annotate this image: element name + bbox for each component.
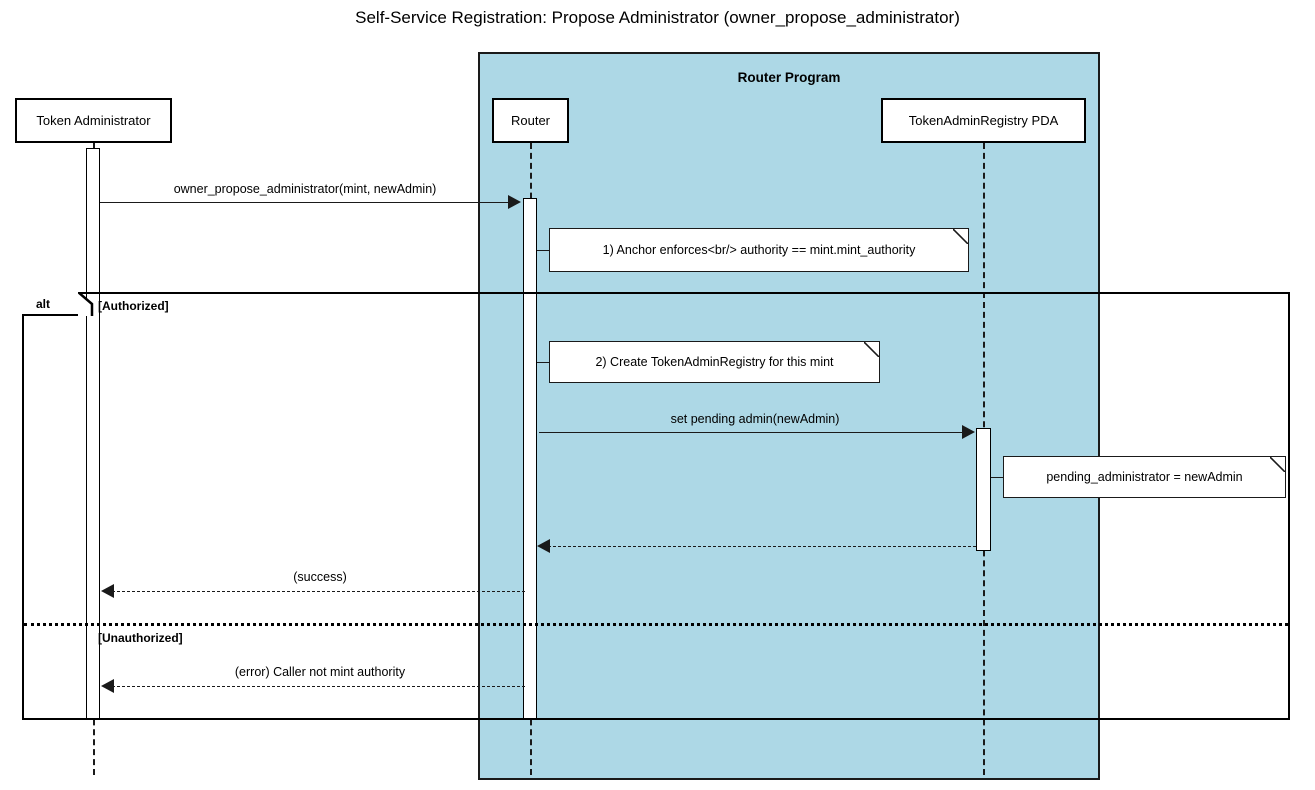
participant-router[interactable]: Router — [492, 98, 569, 143]
note-anchor-enforces: 1) Anchor enforces<br/> authority == min… — [549, 228, 969, 272]
message-label-owner-propose-administrator: owner_propose_administrator(mint, newAdm… — [173, 182, 437, 196]
participant-label-tokenadminregistry-pda: TokenAdminRegistry PDA — [908, 113, 1059, 128]
message-arrowhead-set-pending-admin — [962, 425, 975, 439]
message-label-success: (success) — [293, 570, 347, 584]
message-line-set-pending-admin — [539, 432, 964, 433]
note-connector-anchor-enforces — [537, 250, 550, 251]
message-line-success — [112, 591, 525, 592]
fragment-alt-operator-label: alt — [36, 297, 51, 311]
message-arrowhead-owner-propose-administrator — [508, 195, 521, 209]
fragment-alt-divider — [24, 623, 1288, 626]
message-label-set-pending-admin: set pending admin(newAdmin) — [670, 412, 840, 426]
note-text-anchor-enforces: 1) Anchor enforces<br/> authority == min… — [602, 243, 916, 257]
fragment-alt — [22, 292, 1290, 720]
activation-bar-tokenadminregistry-pda — [976, 428, 991, 551]
note-fold-icon — [863, 341, 880, 358]
fragment-alt-tab-notch-icon — [78, 292, 94, 316]
message-line-error — [112, 686, 525, 687]
message-label-error: (error) Caller not mint authority — [234, 665, 406, 679]
note-fold-icon — [1269, 456, 1286, 473]
participant-label-router: Router — [510, 113, 551, 128]
note-connector-create-registry — [537, 362, 550, 363]
participant-tokenadminregistry-pda[interactable]: TokenAdminRegistry PDA — [881, 98, 1086, 143]
group-box-router-program: Router Program — [478, 52, 1100, 780]
message-arrowhead-error — [101, 679, 114, 693]
note-pending-administrator: pending_administrator = newAdmin — [1003, 456, 1286, 498]
note-fold-icon — [952, 228, 969, 245]
note-text-create-registry: 2) Create TokenAdminRegistry for this mi… — [595, 355, 834, 369]
fragment-guard-authorized: [Authorized] — [98, 299, 169, 313]
participant-label-token-administrator: Token Administrator — [36, 113, 151, 128]
note-create-registry: 2) Create TokenAdminRegistry for this mi… — [549, 341, 880, 383]
fragment-guard-unauthorized: [Unauthorized] — [98, 631, 183, 645]
note-connector-pending-administrator — [991, 477, 1004, 478]
message-arrowhead-success — [101, 584, 114, 598]
page-title: Self-Service Registration: Propose Admin… — [355, 8, 960, 27]
message-line-owner-propose-administrator — [100, 202, 510, 203]
group-label-router-program: Router Program — [737, 70, 841, 85]
note-text-pending-administrator: pending_administrator = newAdmin — [1046, 470, 1243, 484]
fragment-alt-tab — [22, 292, 80, 316]
message-arrowhead-pda-return — [537, 539, 550, 553]
participant-token-administrator[interactable]: Token Administrator — [15, 98, 172, 143]
message-line-pda-return — [548, 546, 976, 547]
